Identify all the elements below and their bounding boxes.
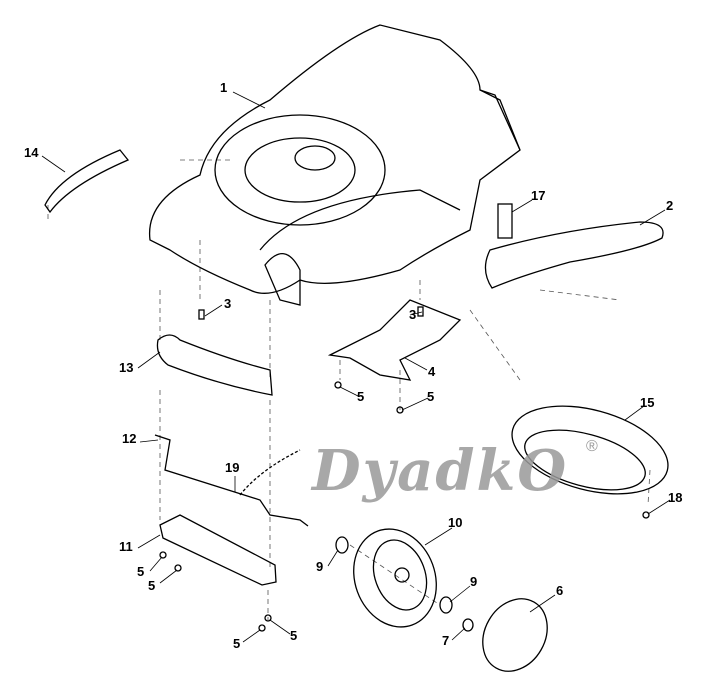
callout-19: 19 [225, 460, 240, 475]
callout-5-d: 5 [148, 578, 156, 593]
handle-cover-part [484, 221, 664, 289]
side-plate-part [327, 299, 462, 381]
hub-cap-part [482, 598, 548, 672]
callout-5-b: 5 [427, 389, 435, 404]
spring-pin-part [239, 449, 301, 496]
leader-lines [41, 91, 671, 643]
label-sticker-part [497, 203, 513, 239]
wheel-part [353, 528, 437, 628]
callout-9-right: 9 [470, 574, 478, 589]
callout-18: 18 [668, 490, 683, 505]
mower-deck-part [148, 24, 521, 306]
callout-5-c: 5 [137, 564, 145, 579]
callout-4: 4 [428, 364, 436, 379]
callout-11: 11 [119, 539, 133, 554]
callout-6: 6 [556, 583, 564, 598]
nut-part [462, 618, 474, 632]
callout-14: 14 [24, 145, 39, 160]
front-cover-part [156, 334, 273, 396]
callout-3-right: 3 [409, 307, 417, 322]
callout-10: 10 [448, 515, 463, 530]
callout-15: 15 [640, 395, 655, 410]
callout-17: 17 [531, 188, 546, 203]
callout-5-a: 5 [357, 389, 365, 404]
callout-5-e: 5 [233, 636, 241, 651]
watermark: DyadkO [312, 438, 569, 504]
wheel-hub-cover-part [511, 405, 669, 495]
callout-1: 1 [220, 80, 228, 95]
callout-7: 7 [442, 633, 450, 648]
watermark-registered-mark: ® [586, 438, 598, 455]
callout-3-left: 3 [224, 296, 232, 311]
screws [159, 306, 650, 632]
bearing-right-part [439, 596, 453, 614]
callout-13: 13 [119, 360, 134, 375]
axle-part [154, 434, 309, 527]
callout-5-f: 5 [290, 628, 298, 643]
callout-12: 12 [122, 431, 137, 446]
bearing-left-part [335, 536, 349, 554]
callout-9-left: 9 [316, 559, 324, 574]
callout-2: 2 [666, 198, 674, 213]
rear-flap-part [44, 149, 130, 214]
guide-lines [47, 159, 651, 620]
axle-bracket-part [159, 514, 277, 586]
